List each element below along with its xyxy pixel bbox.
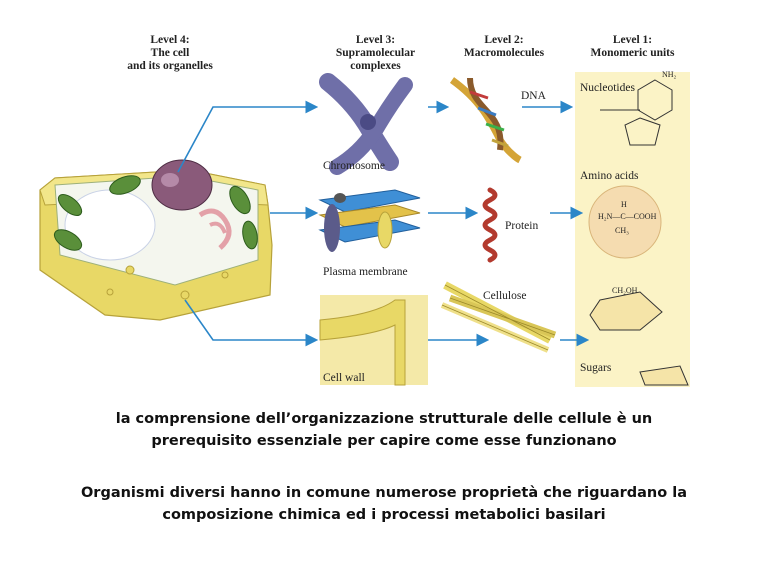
label-plasma-membrane: Plasma membrane <box>323 266 408 278</box>
plasma-membrane-illustration <box>318 189 421 252</box>
label-protein: Protein <box>505 220 539 232</box>
label-cellulose: Cellulose <box>483 290 527 302</box>
amino-h-text: H <box>621 200 627 209</box>
level-3-heading: Level 3: Supramolecular complexes <box>335 34 416 72</box>
level-2-heading: Level 2: Macromolecules <box>463 34 545 59</box>
level-4-heading: Level 4: The cell and its organelles <box>127 34 213 72</box>
chromosome-illustration <box>319 73 413 175</box>
label-dna: DNA <box>521 90 546 102</box>
sugar-illustration <box>589 291 689 386</box>
dna-illustration <box>449 77 522 164</box>
label-sugars: Sugars <box>580 362 612 374</box>
connector-arrows <box>177 100 590 347</box>
caption-line-3: Organismi diversi hanno in comune numero… <box>80 485 688 501</box>
amino-ch3-text: CH₃ <box>615 226 629 235</box>
label-amino-acids: Amino acids <box>580 170 639 182</box>
cell-wall-illustration <box>319 295 428 386</box>
protein-illustration <box>482 187 498 263</box>
nucleotide-illustration <box>600 79 673 146</box>
caption-line-4: composizione chimica ed i processi metab… <box>162 507 606 523</box>
cellulose-illustration <box>440 281 557 353</box>
label-cell-wall: Cell wall <box>323 372 365 384</box>
amino-acid-illustration <box>588 185 662 259</box>
sugar-ch2oh-text: CH₂OH <box>612 286 638 295</box>
caption-line-2: prerequisito essenziale per capire come … <box>151 433 617 449</box>
nucleotide-nh2-text: NH₂ <box>662 70 677 79</box>
caption-line-1: la comprensione dell’organizzazione stru… <box>115 411 653 427</box>
amino-formula-text: H₂N—C—COOH <box>598 212 657 221</box>
label-chromosome: Chromosome <box>323 160 385 172</box>
levels-diagram: Level 4: The cell and its organelles Lev… <box>39 34 690 387</box>
level-1-heading: Level 1: Monomeric units <box>590 34 675 59</box>
plant-cell-illustration <box>39 159 273 321</box>
diagram-graphics <box>39 72 690 387</box>
label-nucleotides: Nucleotides <box>580 82 635 94</box>
